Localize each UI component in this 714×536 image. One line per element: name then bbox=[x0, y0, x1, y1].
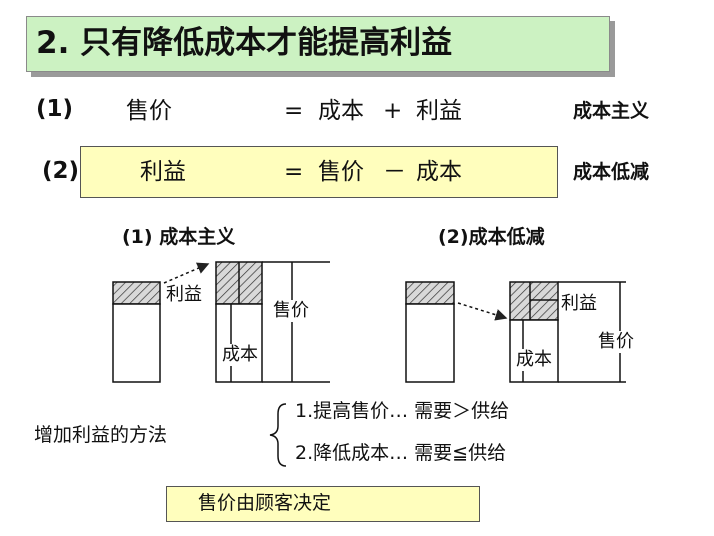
note-box bbox=[166, 486, 480, 522]
formula-1-plus: + bbox=[383, 98, 403, 124]
formula-1-right: 利益 bbox=[416, 98, 462, 124]
methods-brace bbox=[269, 403, 287, 467]
diagram-1-arrow bbox=[163, 262, 210, 284]
formula-2-principle: 成本低减 bbox=[573, 161, 650, 183]
diagram-2-heading: (2)成本低减 bbox=[438, 226, 545, 248]
diagram-1-heading: (1) 成本主义 bbox=[122, 226, 236, 248]
formula-2-left: 利益 bbox=[140, 159, 186, 185]
formula-1-left: 售价 bbox=[126, 98, 172, 124]
title-banner bbox=[26, 16, 610, 72]
diagram-2-cost-label: 成本 bbox=[516, 349, 552, 371]
formula-2-minus: － bbox=[383, 159, 406, 185]
formula-1-number: (1) bbox=[36, 96, 74, 122]
methods-label: 增加利益的方法 bbox=[34, 424, 168, 446]
diagram-1-before-cost-bar bbox=[112, 303, 161, 383]
method-item-2: 2.降低成本… 需要≦供给 bbox=[295, 442, 507, 464]
diagram-1 bbox=[112, 261, 330, 383]
note-text: 售价由顾客决定 bbox=[198, 492, 332, 514]
diagram-1-after-cost-bar bbox=[215, 303, 263, 383]
formula-2-number: (2) bbox=[42, 158, 80, 184]
diagram-2-profit-label: 利益 bbox=[561, 293, 597, 314]
diagram-2-price-label: 售价 bbox=[598, 331, 634, 353]
page-title: 2. 只有降低成本才能提高利益 bbox=[36, 25, 453, 61]
diagram-2-before-cost-bar bbox=[405, 303, 455, 383]
formula-1-equals: = bbox=[284, 98, 304, 124]
diagram-2-arrow bbox=[457, 302, 508, 321]
formula-1-mid: 成本 bbox=[318, 98, 364, 124]
diagram-1-before-profit-bar bbox=[112, 281, 161, 305]
diagram-1-price-label: 售价 bbox=[273, 300, 309, 322]
formula-2-right: 成本 bbox=[416, 159, 462, 185]
diagram-2-after-profit-bar bbox=[509, 281, 559, 321]
diagram-1-cost-label: 成本 bbox=[222, 344, 258, 366]
formula-2-box bbox=[80, 146, 558, 198]
formula-2-mid: 售价 bbox=[318, 159, 364, 185]
diagram-2-before-profit-bar bbox=[405, 281, 455, 305]
formula-1-principle: 成本主义 bbox=[573, 100, 650, 122]
method-item-1: 1.提高售价… 需要＞供给 bbox=[295, 400, 510, 422]
formula-2-equals: = bbox=[284, 159, 304, 185]
diagram-1-profit-label: 利益 bbox=[166, 284, 202, 305]
